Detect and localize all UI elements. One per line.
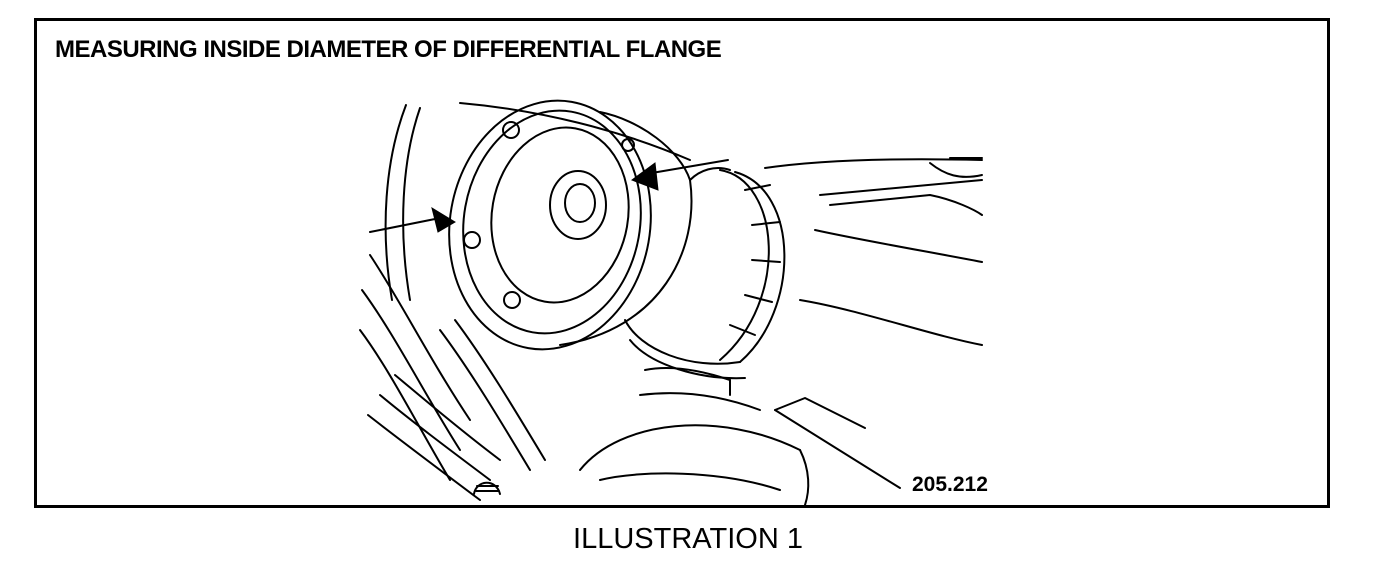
leader-lines [369,159,901,489]
flange-body [559,111,731,346]
figure-title: MEASURING INSIDE DIAMETER OF DIFFERENTIA… [55,36,722,63]
lower-tool [579,367,810,506]
measurement-arrows [431,162,659,233]
figure-caption: ILLUSTRATION 1 [573,523,803,555]
reference-number: 205.212 [912,473,988,496]
upper-housing-edge [459,102,691,161]
ribbed-cage [624,169,786,380]
bolt-icon [473,481,501,495]
flange-face [448,99,652,351]
left-housing-lines [359,104,546,501]
arrowhead-left-icon [431,206,456,233]
axle-housing [764,157,983,346]
arrowhead-right-icon [630,162,659,191]
